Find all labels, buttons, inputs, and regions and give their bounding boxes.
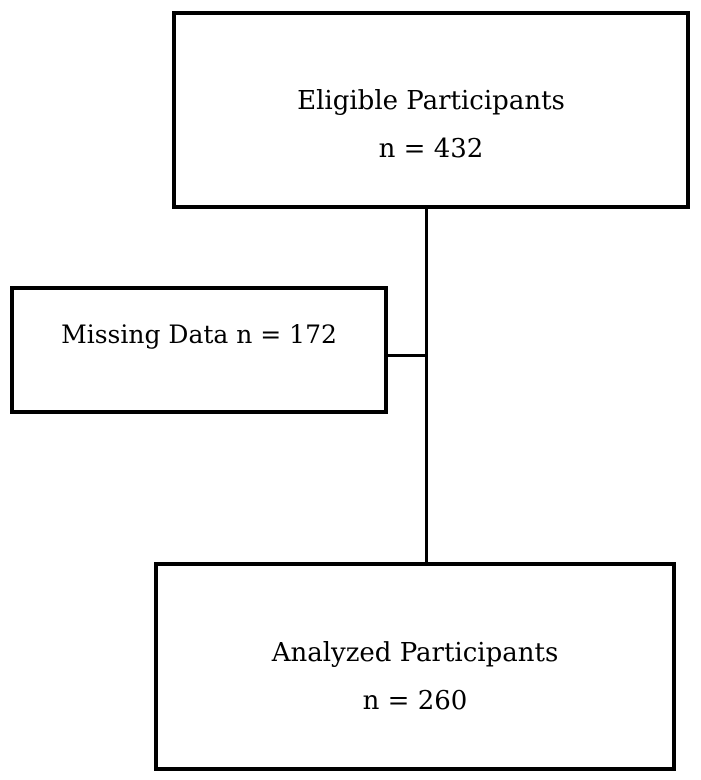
analyzed-participants-count: n = 260 <box>362 686 468 716</box>
flow-node-eligible-participants: Eligible Participants n = 432 <box>172 11 690 209</box>
flow-node-analyzed-participants: Analyzed Participants n = 260 <box>154 562 676 771</box>
connector-eligible-to-analyzed <box>425 207 428 564</box>
connector-spine-to-missing-data <box>386 354 427 357</box>
eligible-participants-count: n = 432 <box>378 134 484 164</box>
flow-node-missing-data: Missing Data n = 172 <box>10 286 388 414</box>
missing-data-title: Missing Data n = 172 <box>61 320 337 349</box>
analyzed-participants-title: Analyzed Participants <box>271 638 559 668</box>
eligible-participants-title: Eligible Participants <box>297 86 565 116</box>
